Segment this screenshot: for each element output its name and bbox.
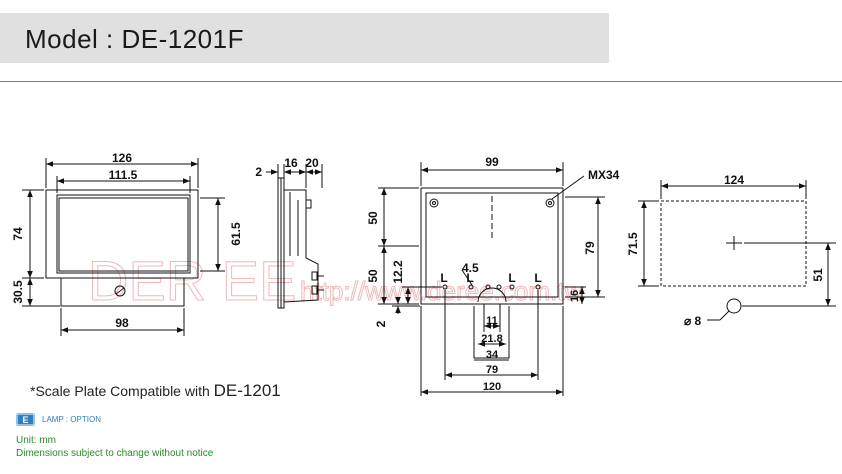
dim-cutout-width: 124	[724, 173, 744, 187]
side-body	[283, 189, 319, 303]
header-divider	[0, 81, 842, 82]
front-view	[22, 158, 225, 336]
dim-side-depth-20: 20	[305, 156, 319, 170]
side-view	[266, 164, 324, 309]
terminal-hole-1	[442, 284, 448, 290]
dim-hole-offset: 51	[811, 268, 825, 282]
zero-adjust-screw	[114, 285, 126, 297]
dim-side-depth-16: 16	[284, 156, 298, 170]
dim-window-height: 61.5	[229, 222, 243, 246]
header-bar: Model : DE-1201F	[0, 13, 609, 63]
unit-note: Unit: mm	[16, 435, 56, 446]
dim-front-height: 74	[11, 227, 25, 241]
terminal-hole-3	[485, 284, 491, 290]
scale-plate-note: *Scale Plate Compatible with DE-1201	[30, 381, 281, 401]
side-terminal-low	[311, 285, 318, 295]
terminal-hole-5	[509, 284, 515, 290]
dim-back-upper: 50	[366, 211, 380, 225]
dim-front-width: 126	[112, 151, 132, 165]
terminal-hole-4	[496, 284, 502, 290]
dim-back-width: 99	[485, 155, 499, 169]
terminal-plate	[473, 306, 510, 359]
panel-cutout	[638, 180, 836, 321]
mounting-hole	[726, 298, 742, 314]
terminal-hole-6	[535, 284, 541, 290]
side-terminal-mid	[311, 271, 318, 281]
watermark-logo: DER EE	[88, 249, 297, 312]
dim-cutout-height: 71.5	[626, 232, 640, 256]
front-window-frame	[56, 194, 191, 274]
back-screw-tr	[545, 198, 555, 208]
scale-note-prefix: *Scale Plate Compatible with	[30, 383, 214, 399]
back-view	[378, 162, 605, 396]
dim-hole-size: ⌀ 8	[684, 314, 702, 328]
lamp-label: LAMP : OPTION	[42, 415, 101, 424]
disclaimer-note: Dimensions subject to change without not…	[16, 448, 214, 459]
dim-bottom-width: 98	[115, 316, 129, 330]
dim-span-11: 11	[486, 315, 498, 327]
front-window	[58, 197, 189, 272]
dim-span-21-8: 21.8	[481, 333, 502, 345]
dim-terminal-offset: 12.2	[391, 260, 405, 284]
terminal-hole-2	[468, 284, 474, 290]
dim-span-34: 34	[486, 349, 499, 361]
dim-base-offset: 2	[374, 320, 388, 327]
back-inner	[425, 192, 559, 298]
dim-span-79: 79	[486, 364, 498, 376]
back-outer	[420, 188, 564, 305]
model-title: Model : DE-1201F	[25, 24, 244, 54]
terminal-label-3: L	[508, 271, 515, 285]
terminal-label-4: L	[534, 271, 541, 285]
label-screw: MX34	[588, 168, 620, 182]
dim-back-height: 79	[583, 241, 597, 255]
dim-span-120: 120	[483, 381, 501, 393]
svg-text:E: E	[22, 415, 28, 425]
side-terminal-top	[305, 199, 312, 209]
watermark: DER EE http://www.deree.com.tw	[88, 249, 584, 313]
terminal-arc	[477, 287, 507, 303]
dim-right-small: 16	[569, 290, 581, 302]
front-outer-frame	[45, 189, 199, 279]
dim-window-width: 111.5	[109, 168, 138, 182]
terminal-label-1: L	[440, 271, 447, 285]
back-screw-tl	[429, 198, 439, 208]
dim-side-bezel: 2	[255, 165, 262, 179]
lamp-icon: E	[16, 413, 35, 426]
watermark-url: http://www.deree.com.tw	[300, 276, 583, 306]
dim-bottom-height: 30.5	[11, 280, 25, 304]
scale-note-model: DE-1201	[213, 381, 281, 400]
dim-back-lower: 50	[366, 269, 380, 283]
dim-hole-dia: 4.5	[462, 261, 479, 275]
front-bottom-block	[60, 278, 185, 307]
terminal-label-2: L	[466, 271, 473, 285]
